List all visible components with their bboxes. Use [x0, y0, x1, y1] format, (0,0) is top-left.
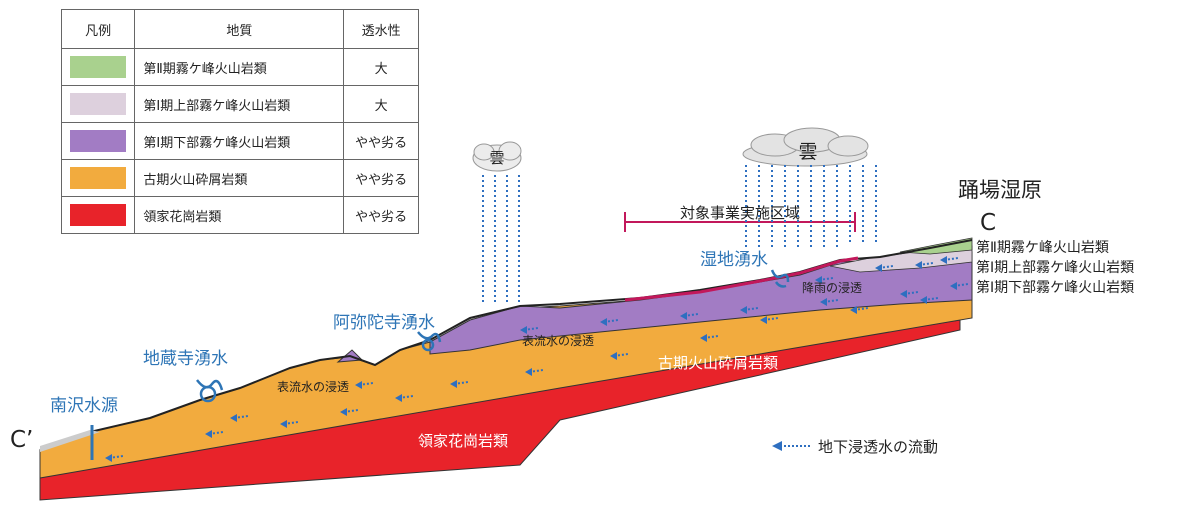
flow-arrow	[355, 381, 374, 389]
project-area-bracket	[624, 212, 856, 232]
rain-infiltration-label: 降雨の浸透	[802, 281, 862, 295]
flow-arrow	[920, 296, 939, 304]
cloud-small-label: 雲	[489, 149, 504, 167]
flow-arrow	[700, 334, 719, 342]
rain-small	[482, 175, 520, 305]
legend-geology-name: 第Ⅰ期上部霧ケ峰火山岩類	[134, 85, 345, 123]
legend-geology-name: 第Ⅰ期下部霧ケ峰火山岩類	[134, 122, 345, 160]
legend-permeability: やや劣る	[343, 196, 419, 234]
old-volcanic-label: 古期火山砕屑岩類	[658, 354, 778, 372]
legend-swatch	[60, 196, 136, 234]
wetland-spring-label: 湿地湧水	[700, 250, 768, 270]
large-cloud-icon	[742, 127, 869, 167]
amida-spring-label: 阿弥陀寺湧水	[333, 313, 435, 333]
point-c-label: C	[980, 210, 996, 236]
flow-arrow	[815, 276, 834, 284]
point-c-prime-label: C’	[10, 427, 33, 453]
legend-swatch	[60, 122, 136, 160]
legend-swatch-color	[70, 167, 127, 189]
legend-geology-name: 第Ⅱ期霧ケ峰火山岩類	[134, 48, 345, 86]
right-layer-label-2: 第Ⅰ期上部霧ケ峰火山岩類	[976, 259, 1134, 276]
flow-arrow	[850, 306, 869, 314]
right-layer-label-1: 第Ⅱ期霧ケ峰火山岩類	[976, 239, 1109, 256]
flow-arrow	[525, 368, 544, 376]
legend-header-permeability: 透水性	[343, 9, 419, 49]
right-layer-label-3: 第Ⅰ期下部霧ケ峰火山岩類	[976, 279, 1134, 296]
flow-arrow	[940, 256, 959, 264]
legend-geology-name: 古期火山砕屑岩類	[134, 159, 345, 197]
flow-arrow	[520, 326, 539, 334]
rain-large	[745, 165, 877, 250]
legend-swatch	[60, 159, 136, 197]
flow-arrows	[105, 256, 969, 462]
legend-permeability: やや劣る	[343, 159, 419, 197]
flow-arrow	[900, 290, 919, 298]
flow-arrow	[820, 298, 839, 306]
flow-arrow	[740, 306, 759, 314]
legend-swatch-color	[70, 56, 127, 78]
legend-row: 領家花崗岩類やや劣る	[60, 196, 419, 234]
jizo-spring-label: 地蔵寺湧水	[143, 349, 228, 369]
legend-swatch-color	[70, 130, 127, 152]
flow-arrow	[105, 454, 124, 462]
infiltration-label-2: 表流水の浸透	[277, 380, 349, 394]
legend-swatch	[60, 85, 136, 123]
granite-label: 領家花崗岩類	[418, 432, 508, 450]
jizo-spring-icon	[196, 379, 224, 403]
legend-row: 第Ⅰ期上部霧ケ峰火山岩類大	[60, 85, 419, 123]
legend-permeability: 大	[343, 48, 419, 86]
flow-arrow	[610, 352, 629, 360]
legend-permeability: やや劣る	[343, 122, 419, 160]
odoriba-label: 踊場湿原	[958, 178, 1042, 202]
small-cloud-icon	[472, 141, 522, 172]
flow-arrow	[205, 430, 224, 438]
legend-geology-name: 領家花崗岩類	[134, 196, 345, 234]
flow-arrow	[915, 261, 934, 269]
left-surface-gray	[40, 430, 100, 452]
legend-row: 第Ⅱ期霧ケ峰火山岩類大	[60, 48, 419, 86]
flow-arrow	[280, 420, 299, 428]
cloud-large-label: 雲	[798, 141, 817, 163]
legend-body: 第Ⅱ期霧ケ峰火山岩類大第Ⅰ期上部霧ケ峰火山岩類大第Ⅰ期下部霧ケ峰火山岩類やや劣る…	[60, 48, 419, 234]
flow-arrow	[395, 394, 414, 402]
legend-row: 古期火山砕屑岩類やや劣る	[60, 159, 419, 197]
flow-legend-arrow	[772, 441, 810, 451]
legend-table: 凡例 地質 透水性 第Ⅱ期霧ケ峰火山岩類大第Ⅰ期上部霧ケ峰火山岩類大第Ⅰ期下部霧…	[60, 9, 419, 234]
amida-spring-icon	[417, 331, 442, 352]
flow-arrow	[450, 380, 469, 388]
legend-row: 第Ⅰ期下部霧ケ峰火山岩類やや劣る	[60, 122, 419, 160]
wetland-spring-icon	[770, 269, 790, 288]
legend-header-geology: 地質	[134, 9, 345, 49]
minamisawa-label: 南沢水源	[50, 396, 118, 416]
legend-swatch-color	[70, 93, 127, 115]
project-area-label: 対象事業実施区域	[680, 204, 800, 222]
flow-arrow	[340, 408, 359, 416]
legend-swatch-color	[70, 204, 127, 226]
flow-arrow	[760, 316, 779, 324]
legend-permeability: 大	[343, 85, 419, 123]
flow-arrow	[680, 312, 699, 320]
flow-arrow	[875, 264, 894, 272]
legend-header-symbol: 凡例	[60, 9, 136, 49]
flow-arrow	[230, 414, 249, 422]
flow-arrow	[600, 318, 619, 326]
flow-arrow	[950, 282, 969, 290]
legend-swatch	[60, 48, 136, 86]
infiltration-label-1: 表流水の浸透	[522, 334, 594, 348]
flow-legend-label: 地下浸透水の流動	[818, 438, 938, 456]
